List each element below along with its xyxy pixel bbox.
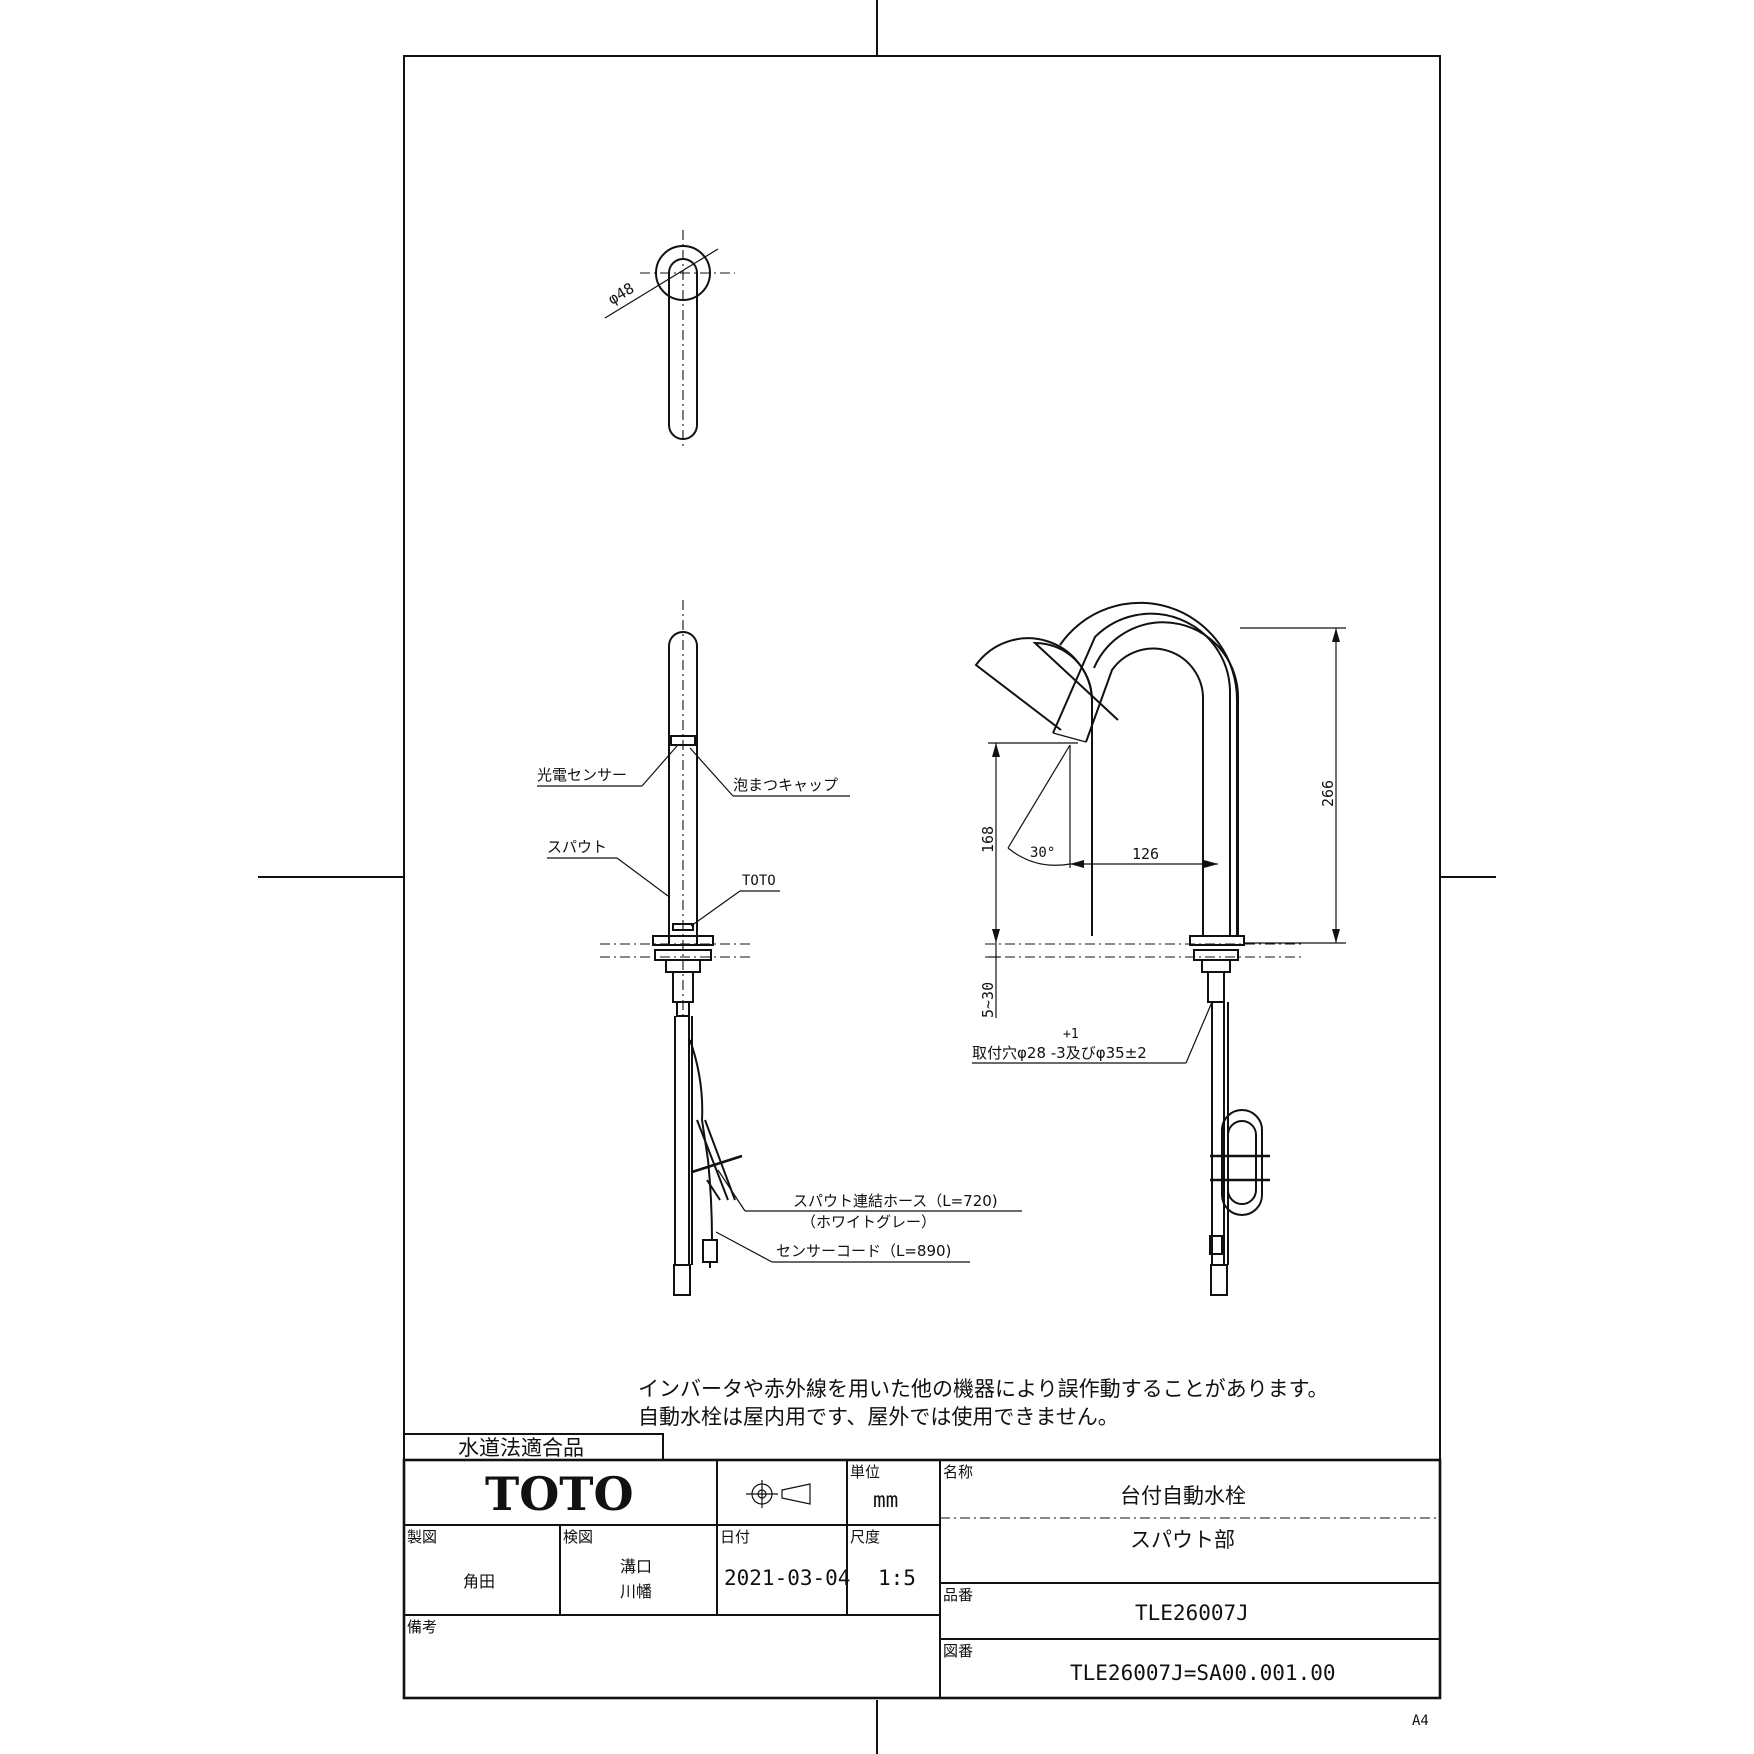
side-view-dimensions: 266 168 30° 126 5~30 +1 取付穴φ28 -3及びφ35±2	[972, 627, 1346, 1064]
dimension-height-total: 266	[1319, 780, 1337, 807]
top-view: φ48	[604, 230, 735, 450]
part-name: スパウト部	[1130, 1528, 1235, 1552]
name-label: 名称	[943, 1463, 973, 1481]
compliance-label: 水道法適合品	[458, 1436, 584, 1460]
remarks-label: 備考	[407, 1618, 437, 1636]
centering-marks	[258, 0, 1496, 1754]
part-no-label: 品番	[943, 1586, 973, 1604]
side-view	[974, 601, 1305, 1296]
dimension-sensor-height: 168	[979, 826, 997, 853]
brand-logo: TOTO	[485, 1467, 634, 1521]
label-hose-line2: （ホワイトグレー）	[801, 1213, 936, 1231]
dimension-angle: 30°	[1030, 845, 1055, 861]
label-photo-sensor: 光電センサー	[537, 766, 627, 784]
part-no: TLE26007J	[1135, 1601, 1249, 1625]
checked-label: 検図	[563, 1528, 593, 1546]
unit-label: 単位	[850, 1463, 880, 1481]
note-line-2: 自動水栓は屋内用です、屋外では使用できません。	[638, 1405, 1119, 1429]
front-view-callouts: 光電センサー 泡まつキャップ スパウト TOTO スパウト連結ホース（L=720…	[537, 745, 1022, 1263]
paper-size: A4	[1412, 1713, 1429, 1729]
drawn-label: 製図	[407, 1528, 437, 1546]
dimension-diameter-top: φ48	[605, 279, 637, 308]
title-block: 水道法適合品 TOTO 単位 mm 名称 台付自動水栓 スパウト部 製図 角田 …	[402, 1433, 1442, 1700]
drawing-no: TLE26007J=SA00.001.00	[1070, 1661, 1336, 1685]
third-angle-projection-icon	[746, 1480, 811, 1508]
label-aerator-cap: 泡まつキャップ	[733, 776, 838, 794]
label-brand-mark: TOTO	[742, 873, 776, 889]
checked-by-2: 川幡	[620, 1582, 652, 1601]
dimension-reach: 126	[1132, 845, 1159, 863]
label-hose-line1: スパウト連結ホース（L=720)	[793, 1192, 998, 1210]
front-view	[600, 600, 752, 1296]
notes: インバータや赤外線を用いた他の機器により誤作動することがあります。 自動水栓は屋…	[638, 1377, 1328, 1429]
dimension-mounting-hole: 取付穴φ28 -3及びφ35±2	[972, 1044, 1147, 1062]
date-value: 2021-03-04	[724, 1566, 850, 1590]
drawn-by: 角田	[463, 1572, 495, 1591]
checked-by-1: 溝口	[620, 1557, 652, 1576]
scale-value: 1:5	[878, 1566, 916, 1590]
label-sensor-cord: センサーコード（L=890)	[776, 1242, 951, 1260]
dimension-counter-thickness: 5~30	[979, 982, 997, 1018]
drawing-no-label: 図番	[943, 1642, 973, 1660]
dimension-hole-tolerance: +1	[1063, 1027, 1079, 1042]
scale-label: 尺度	[850, 1528, 880, 1546]
unit-value: mm	[873, 1488, 898, 1512]
date-label: 日付	[720, 1528, 750, 1546]
note-line-1: インバータや赤外線を用いた他の機器により誤作動することがあります。	[638, 1377, 1328, 1401]
product-name: 台付自動水栓	[1120, 1484, 1246, 1508]
label-spout: スパウト	[547, 838, 607, 856]
